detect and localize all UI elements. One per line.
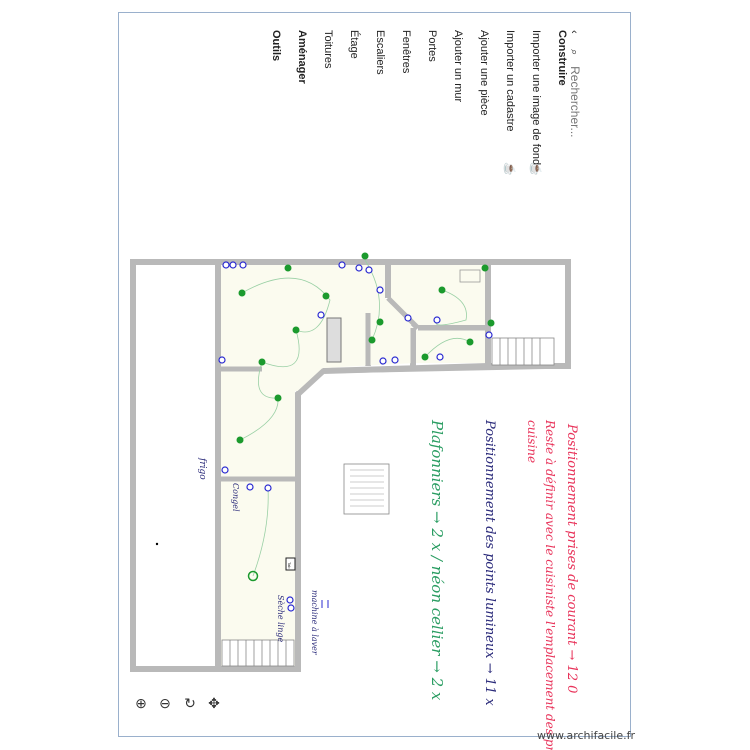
sink bbox=[459, 269, 481, 283]
legend-box bbox=[343, 463, 390, 515]
staircase-bottom bbox=[221, 639, 295, 667]
zoom-out-icon[interactable]: ⊖ bbox=[159, 695, 171, 711]
label-congel: Congel bbox=[231, 483, 240, 512]
note-line-1: Positionnement prises de courant → 12 0 bbox=[564, 423, 579, 693]
note-line-5: Plafonniers → 2 x / néon cellier → 2 x bbox=[428, 419, 446, 701]
note-line-3: cuisine bbox=[525, 420, 539, 463]
move-icon[interactable]: ✥ bbox=[208, 695, 220, 711]
rotate-icon[interactable]: ↻ bbox=[184, 695, 196, 711]
canvas-frame bbox=[118, 12, 631, 737]
light-points bbox=[236, 252, 495, 582]
zoom-in-icon[interactable]: ⊕ bbox=[135, 695, 147, 711]
panel-box bbox=[285, 557, 296, 571]
kitchen-counter bbox=[326, 317, 342, 363]
tab-label: Tab bbox=[287, 562, 292, 569]
walls-overlay bbox=[130, 259, 571, 672]
legend-lines bbox=[350, 469, 384, 507]
watermark: www.archifacile.fr bbox=[537, 729, 636, 742]
label-machine-a-laver: machine à laver bbox=[310, 590, 319, 656]
staircase-top bbox=[491, 337, 555, 366]
label-seche-linge: Sèche linge bbox=[276, 595, 285, 643]
power-outlets bbox=[218, 261, 493, 612]
label-frigo: frigo bbox=[197, 457, 207, 480]
note-line-4: Positionnement des points lumineux → 11 … bbox=[482, 419, 497, 706]
note-line-2: Reste à définir avec le cuisiniste l'emp… bbox=[543, 419, 557, 750]
dot-marker bbox=[155, 542, 159, 546]
